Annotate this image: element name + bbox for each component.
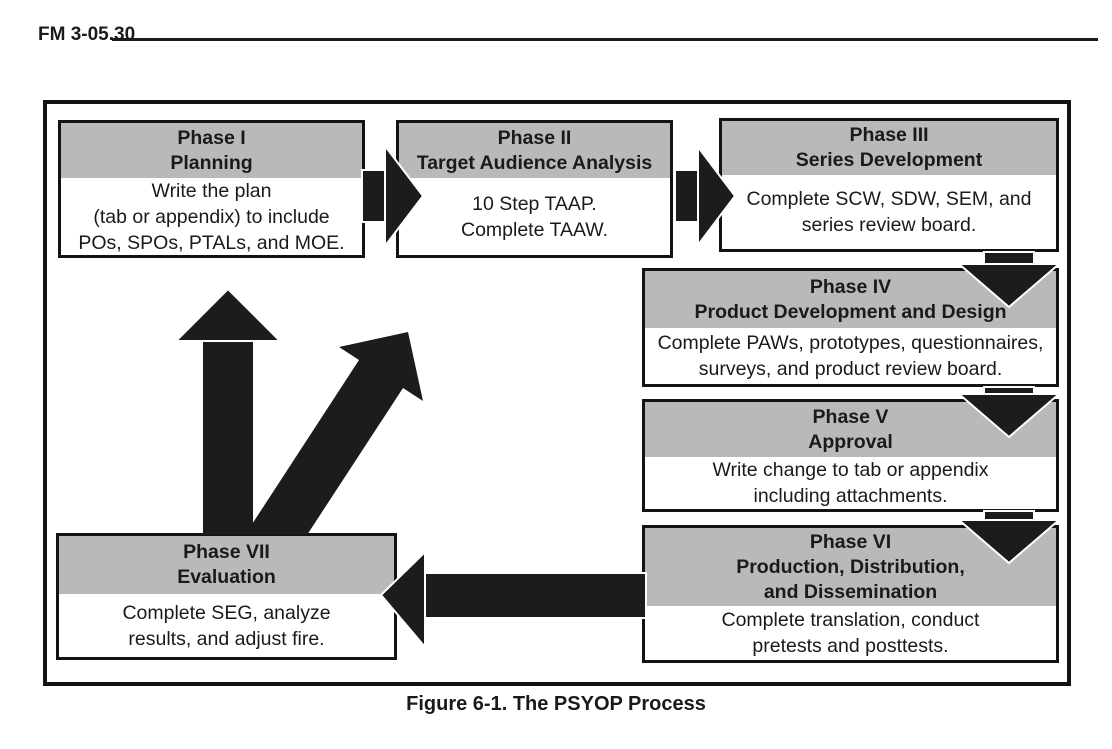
phase-4-body-line: Complete PAWs, prototypes, questionnaire… <box>657 332 1044 354</box>
phase-4-title-line: Product Development and Design <box>694 300 1007 323</box>
phase-4-header: Phase IV Product Development and Design <box>645 271 1056 328</box>
phase-6-title-line: and Dissemination <box>763 580 938 603</box>
phase-2-body-line: Complete TAAW. <box>460 218 609 241</box>
phase-6-title-line: Phase VI <box>809 530 892 553</box>
phase-4-body: Complete PAWs, prototypes, questionnaire… <box>645 328 1056 384</box>
phase-1-header: Phase I Planning <box>61 123 362 178</box>
phase-7-title-line: Evaluation <box>177 566 276 588</box>
header-rule <box>112 38 1098 41</box>
phase-7-box: Phase VII Evaluation Complete SEG, analy… <box>56 533 397 660</box>
phase-1-body: Write the plan (tab or appendix) to incl… <box>61 178 362 255</box>
phase-1-body-line: POs, SPOs, PTALs, and MOE. <box>78 231 345 254</box>
phase-6-header: Phase VI Production, Distribution, and D… <box>645 528 1056 606</box>
phase-5-box: Phase V Approval Write change to tab or … <box>642 399 1059 512</box>
phase-2-box: Phase II Target Audience Analysis 10 Ste… <box>396 120 673 258</box>
phase-5-title-line: Phase V <box>812 405 889 428</box>
phase-4-body-line: surveys, and product review board. <box>698 358 1003 380</box>
phase-1-body-line: Write the plan <box>151 179 272 202</box>
phase-5-header: Phase V Approval <box>645 402 1056 457</box>
phase-6-box: Phase VI Production, Distribution, and D… <box>642 525 1059 663</box>
phase-5-body-line: Write change to tab or appendix <box>712 459 989 481</box>
phase-3-body-line: Complete SCW, SDW, SEM, and <box>746 188 1032 210</box>
phase-6-body-line: Complete translation, conduct <box>721 609 980 631</box>
page-header-label: FM 3-05.30 <box>38 24 136 45</box>
phase-3-header: Phase III Series Development <box>722 121 1056 175</box>
phase-5-body: Write change to tab or appendix includin… <box>645 457 1056 509</box>
phase-5-body-line: including attachments. <box>753 485 948 507</box>
phase-6-body: Complete translation, conduct pretests a… <box>645 606 1056 660</box>
phase-3-title-line: Phase III <box>849 124 929 146</box>
phase-7-title-line: Phase VII <box>183 541 270 563</box>
phase-4-box: Phase IV Product Development and Design … <box>642 268 1059 387</box>
phase-3-title-line: Series Development <box>795 149 983 171</box>
phase-3-body-line: series review board. <box>801 214 977 236</box>
phase-7-body-line: results, and adjust fire. <box>128 627 325 650</box>
phase-5-title-line: Approval <box>808 430 893 453</box>
phase-6-body-line: pretests and posttests. <box>752 635 949 657</box>
phase-2-header: Phase II Target Audience Analysis <box>399 123 670 178</box>
phase-2-title-line: Target Audience Analysis <box>416 151 653 174</box>
phase-3-box: Phase III Series Development Complete SC… <box>719 118 1059 252</box>
phase-7-body-line: Complete SEG, analyze <box>122 601 331 624</box>
phase-1-box: Phase I Planning Write the plan (tab or … <box>58 120 365 258</box>
phase-1-title-line: Phase I <box>177 126 246 149</box>
phase-7-header: Phase VII Evaluation <box>59 536 394 594</box>
phase-2-title-line: Phase II <box>497 126 572 149</box>
phase-1-body-line: (tab or appendix) to include <box>93 205 330 228</box>
phase-3-body: Complete SCW, SDW, SEM, and series revie… <box>722 175 1056 249</box>
phase-7-body: Complete SEG, analyze results, and adjus… <box>59 594 394 657</box>
figure-caption: Figure 6-1. The PSYOP Process <box>406 693 706 715</box>
phase-1-title-line: Planning <box>170 151 253 174</box>
phase-2-body-line: 10 Step TAAP. <box>472 192 597 215</box>
phase-4-title-line: Phase IV <box>809 275 892 298</box>
phase-6-title-line: Production, Distribution, <box>736 555 965 578</box>
phase-2-body: 10 Step TAAP. Complete TAAW. <box>399 178 670 255</box>
